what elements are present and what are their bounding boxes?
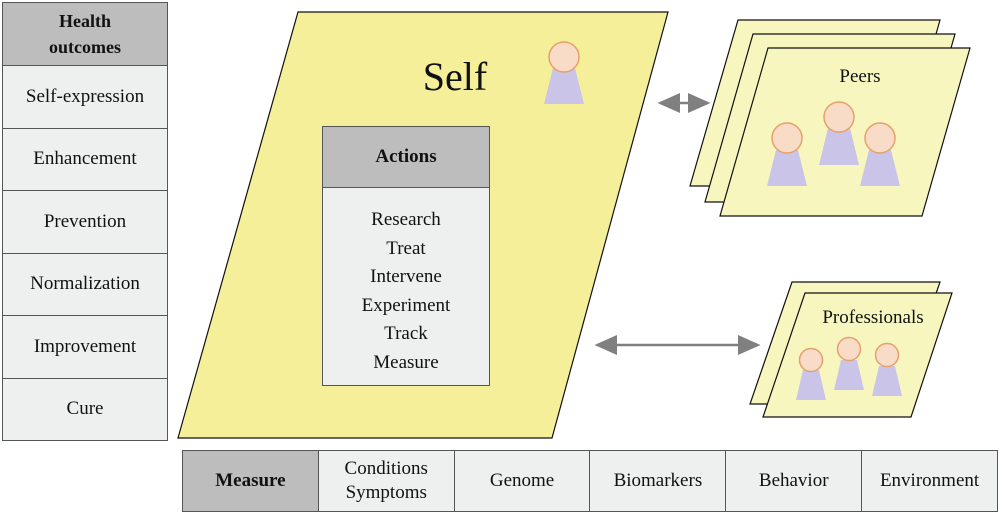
- self-label: Self: [423, 54, 488, 99]
- professional-person-icon-1: [796, 347, 826, 400]
- outcome-item: Prevention: [3, 191, 167, 254]
- professionals-label: Professionals: [822, 307, 923, 328]
- peer-person-icon-2: [819, 101, 859, 165]
- action-item: Measure: [373, 351, 439, 373]
- action-item: Treat: [386, 237, 426, 259]
- measure-item: Environment: [861, 451, 997, 511]
- action-item: Research: [371, 209, 441, 230]
- self-person-icon: [544, 41, 584, 104]
- action-item: Experiment: [361, 294, 451, 316]
- measures-header: Measure: [183, 451, 318, 511]
- measure-item: Genome: [453, 451, 590, 511]
- actions-box: Actions Research Treat Intervene Experim…: [322, 126, 490, 386]
- outcome-item: Self-expression: [3, 66, 167, 129]
- outcome-item: Improvement: [3, 316, 167, 379]
- action-item: Track: [384, 323, 428, 345]
- outcome-item: Enhancement: [3, 128, 167, 191]
- peer-person-icon-3: [860, 122, 900, 186]
- actions-list: Research Treat Intervene Experiment Trac…: [323, 188, 489, 378]
- actions-header: Actions: [323, 127, 489, 188]
- peer-person-icon-1: [767, 122, 807, 186]
- measure-item: Biomarkers: [589, 451, 726, 511]
- peers-label: Peers: [839, 66, 880, 87]
- outcome-item: Normalization: [3, 253, 167, 316]
- professional-person-icon-3: [872, 342, 902, 396]
- action-item: Intervene: [370, 266, 442, 288]
- outcome-item: Cure: [3, 378, 167, 440]
- measure-item: Behavior: [725, 451, 862, 511]
- professional-person-icon-2: [834, 336, 864, 390]
